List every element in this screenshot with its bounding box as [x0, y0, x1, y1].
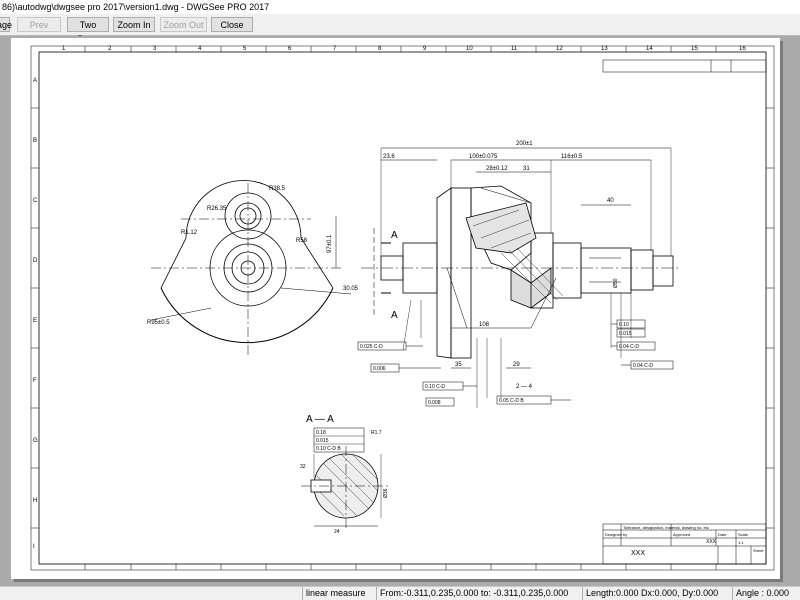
row-label: G [33, 438, 38, 444]
row-label: D [33, 258, 38, 264]
col-label: 10 [466, 46, 473, 52]
col-label: 9 [423, 46, 427, 52]
fcf-text: 0.025 C-D [360, 344, 383, 350]
prev-page-button[interactable]: Prev Page [17, 17, 61, 44]
section-marker: A [391, 310, 398, 321]
dimension-text: 23.6 [383, 154, 395, 160]
dimension-text: 97±0.1 [327, 234, 333, 253]
title-block-cell: Scale [738, 532, 749, 537]
section-marker: A [391, 230, 398, 241]
outer-border [30, 45, 775, 571]
col-label: 13 [601, 46, 608, 52]
status-coordinates: From:-0.311,0.235,0.000 to: -0.311,0.235… [376, 587, 584, 600]
col-label: 6 [288, 46, 292, 52]
dimension-text: 24 [334, 529, 340, 535]
zoom-in-button[interactable]: Zoom In [113, 17, 155, 32]
section-title: A — A [306, 414, 334, 425]
title-block-header: Tolerance, designation, material, drawin… [623, 525, 709, 530]
title-block-cell: Designed by [605, 532, 627, 537]
preview-canvas[interactable]: 1 2 3 4 5 6 7 8 9 10 11 12 13 14 15 16 A… [0, 36, 800, 586]
status-angle: Angle : 0.000 [732, 587, 800, 600]
title-block-cell: Date [718, 532, 727, 537]
col-label: 3 [153, 46, 157, 52]
fcf-text: 0.015 [316, 438, 329, 444]
dimension-text: R58 [296, 238, 308, 244]
fcf-text: 0.04 C-D [633, 363, 653, 369]
crankshaft-main-view [361, 147, 679, 408]
dimension-text: R95±0.5 [147, 320, 170, 326]
zoom-out-button[interactable]: Zoom Out [160, 17, 207, 32]
two-page-button[interactable]: Two Page [67, 17, 109, 44]
row-label: C [33, 198, 38, 204]
row-label: H [33, 498, 37, 504]
col-label: 15 [691, 46, 698, 52]
title-block-name: XXX [631, 550, 645, 557]
cad-drawing: 1 2 3 4 5 6 7 8 9 10 11 12 13 14 15 16 A… [30, 45, 775, 571]
col-label: 16 [739, 46, 746, 52]
drawing-text: 1 2 3 4 5 6 7 8 9 10 11 12 13 14 15 16 A… [33, 46, 764, 557]
row-label: I [33, 544, 35, 550]
status-length: Length:0.000 Dx:0.000, Dy:0.000 [582, 587, 736, 600]
dimension-text: Ø50 [613, 278, 619, 288]
col-label: 2 [108, 46, 112, 52]
row-label: B [33, 138, 37, 144]
col-label: 8 [378, 46, 382, 52]
fcf-text: 0.04 C-D [619, 344, 639, 350]
dimension-text: 108 [479, 322, 490, 328]
title-block-cell: Approved [673, 532, 690, 537]
feature-control-frames [357, 319, 674, 407]
title-block-cell: 1:1 [738, 540, 744, 545]
drawing-sheet: 1 2 3 4 5 6 7 8 9 10 11 12 13 14 15 16 A… [11, 38, 780, 579]
crank-side-view [150, 180, 352, 358]
dimension-text: 100±0.075 [469, 154, 498, 160]
fcf-text: 0.10 C-D B [316, 446, 341, 452]
page-button[interactable]: age [0, 17, 12, 32]
row-label: A [33, 78, 37, 84]
dimension-text: 200±1 [516, 141, 533, 147]
fcf-text: 0.008 [428, 400, 441, 406]
status-bar: linear measure From:-0.311,0.235,0.000 t… [0, 586, 800, 600]
col-label: 12 [556, 46, 563, 52]
dimension-text: 28±0.12 [486, 166, 508, 172]
status-mode: linear measure [302, 587, 376, 600]
fcf-text: 0.10 [619, 322, 629, 328]
fcf-text: 0.18 [316, 430, 326, 436]
note-text: 2 — 4 [516, 384, 533, 390]
dimension-text: R38.5 [269, 186, 286, 192]
title-block-code: XXX [706, 539, 717, 545]
dimension-text: R1.12 [181, 230, 198, 236]
print-preview-toolbar: age Prev Page Two Page Zoom In Zoom Out … [0, 14, 800, 44]
revision-table [602, 59, 767, 73]
fcf-text: 0.015 [619, 331, 632, 337]
window-title: 86)\autodwg\dwgsee pro 2017\version1.dwg… [2, 2, 270, 12]
fcf-text: 0.05 C-D B [499, 398, 524, 404]
dimension-text: 29 [513, 362, 520, 368]
col-label: 5 [243, 46, 247, 52]
dimension-text: R26.35 [207, 206, 227, 212]
row-label: F [33, 378, 37, 384]
dimension-text: 116±0.5 [561, 154, 583, 160]
col-label: 1 [62, 46, 66, 52]
row-label: E [33, 318, 37, 324]
title-block-cell: Sheet [753, 548, 764, 553]
fcf-text: 0.006 [373, 366, 386, 372]
dimension-text: 32 [300, 464, 306, 470]
title-block [602, 523, 767, 565]
col-label: 7 [333, 46, 337, 52]
dimension-text: Ø36 [383, 488, 389, 498]
dimension-text: 31 [523, 166, 530, 172]
col-label: 4 [198, 46, 202, 52]
col-label: 14 [646, 46, 653, 52]
dimension-text: 40 [607, 198, 614, 204]
close-button[interactable]: Close [211, 17, 253, 32]
window-title-bar: 86)\autodwg\dwgsee pro 2017\version1.dwg… [0, 0, 800, 14]
col-label: 11 [511, 46, 518, 52]
dimension-text: 30.05 [343, 286, 359, 292]
dimension-text: 35 [455, 362, 462, 368]
section-a-a-view [301, 427, 391, 528]
inner-border [38, 51, 767, 565]
fcf-text: 0.10 C-D [425, 384, 445, 390]
grid-ticks [31, 46, 774, 570]
dimension-text: R1.7 [371, 430, 382, 436]
